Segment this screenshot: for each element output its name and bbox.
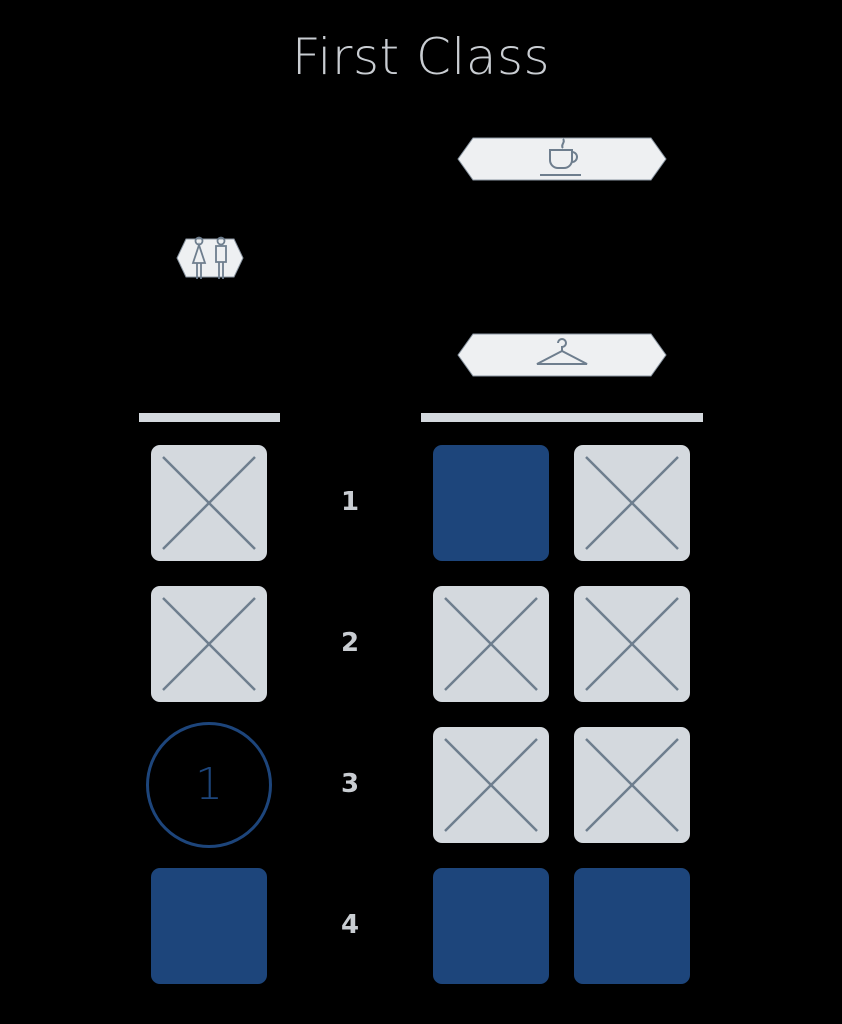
row-label-4: 4 xyxy=(340,910,360,940)
cross-icon xyxy=(585,456,679,550)
seat-4c[interactable] xyxy=(574,868,690,984)
bulkhead-left xyxy=(139,413,280,422)
coat-hanger-icon xyxy=(457,333,667,377)
seat-4b[interactable] xyxy=(433,868,549,984)
cross-icon xyxy=(585,597,679,691)
seat-4a[interactable] xyxy=(151,868,267,984)
cross-icon xyxy=(162,597,256,691)
row-label-1: 1 xyxy=(340,487,360,517)
cabin-title: First Class xyxy=(291,28,551,86)
seat-3c[interactable] xyxy=(574,727,690,843)
row-label-2: 2 xyxy=(340,628,360,658)
row-label-3: 3 xyxy=(340,769,360,799)
passenger-number: 1 xyxy=(195,759,223,810)
cross-icon xyxy=(444,738,538,832)
seat-3a-selected[interactable]: 1 xyxy=(146,722,272,848)
cross-icon xyxy=(444,597,538,691)
seat-2c[interactable] xyxy=(574,586,690,702)
seat-1b[interactable] xyxy=(433,445,549,561)
seat-1c[interactable] xyxy=(574,445,690,561)
lavatory-marker xyxy=(176,234,244,282)
closet-marker xyxy=(457,333,667,377)
seat-1a[interactable] xyxy=(151,445,267,561)
coffee-cup-icon xyxy=(457,137,667,181)
seat-3b[interactable] xyxy=(433,727,549,843)
seat-2b[interactable] xyxy=(433,586,549,702)
restroom-icon xyxy=(176,236,244,279)
bulkhead-right xyxy=(421,413,703,422)
seat-2a[interactable] xyxy=(151,586,267,702)
galley-marker xyxy=(457,137,667,181)
cross-icon xyxy=(162,456,256,550)
cross-icon xyxy=(585,738,679,832)
